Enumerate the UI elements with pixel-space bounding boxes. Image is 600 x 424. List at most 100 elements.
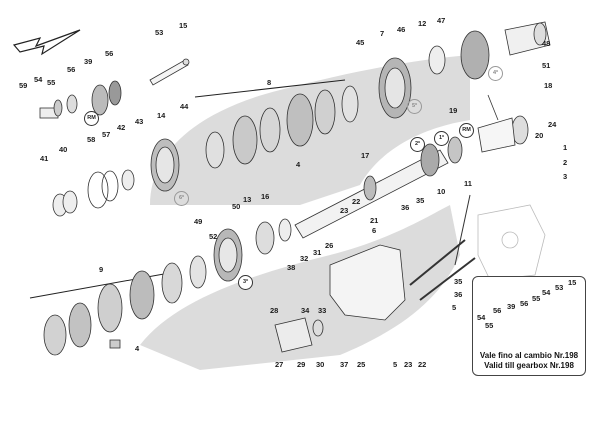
part-number: 36 bbox=[454, 290, 463, 299]
inset-note-english: Valid till gearbox Nr.198 bbox=[484, 361, 574, 370]
part-number: 47 bbox=[437, 16, 446, 25]
part-number: 40 bbox=[59, 145, 68, 154]
part-number: 35 bbox=[454, 277, 463, 286]
part-number: 59 bbox=[19, 81, 28, 90]
part-number: 35 bbox=[416, 196, 425, 205]
upper-left-shaft bbox=[39, 58, 190, 119]
part-number: 12 bbox=[418, 19, 427, 28]
part-number: 20 bbox=[535, 131, 544, 140]
gear-tag-4th: 4ª bbox=[488, 66, 503, 81]
part-number: 45 bbox=[356, 38, 365, 47]
part-number: 19 bbox=[449, 106, 458, 115]
part-number: 5 bbox=[393, 360, 398, 369]
part-number: 57 bbox=[102, 130, 111, 139]
part-number: 3 bbox=[563, 172, 568, 181]
part-number: 30 bbox=[316, 360, 325, 369]
casing-outline bbox=[477, 204, 546, 281]
part-number: 7 bbox=[380, 29, 385, 38]
housing-cover bbox=[274, 244, 406, 353]
part-number: 14 bbox=[157, 111, 166, 120]
gear-14 bbox=[150, 138, 180, 192]
inset-panel: 15 53 54 55 56 39 56 54 55 Vale fino al … bbox=[472, 276, 586, 376]
part-number: 41 bbox=[40, 154, 49, 163]
inset-part-number: 39 bbox=[507, 302, 516, 311]
inset-part-number: 54 bbox=[477, 313, 486, 322]
lower-gears bbox=[213, 218, 292, 282]
part-number: 53 bbox=[155, 28, 164, 37]
part-number: 24 bbox=[548, 120, 557, 129]
part-number: 4 bbox=[135, 344, 140, 353]
part-number: 49 bbox=[194, 217, 203, 226]
part-number: 58 bbox=[87, 135, 96, 144]
group-bracket-9 bbox=[29, 271, 176, 299]
part-number: 29 bbox=[297, 360, 306, 369]
part-number: 51 bbox=[542, 61, 551, 70]
selector-rods bbox=[409, 194, 476, 301]
part-number: 56 bbox=[67, 65, 76, 74]
inset-note-italian: Vale fino al cambio Nr.198 bbox=[479, 351, 579, 360]
part-number: 37 bbox=[340, 360, 349, 369]
part-number: 13 bbox=[243, 195, 252, 204]
right-end-bearing bbox=[477, 94, 529, 153]
part-number: 18 bbox=[544, 81, 553, 90]
gear-tag-3rd: 3ª bbox=[238, 275, 253, 290]
part-number: 38 bbox=[287, 263, 296, 272]
part-number: 26 bbox=[325, 241, 334, 250]
group-bracket-8 bbox=[194, 79, 346, 98]
part-number: 39 bbox=[84, 57, 93, 66]
part-number: 52 bbox=[209, 232, 218, 241]
gear-tag-5th: 5ª bbox=[407, 99, 422, 114]
inset-part-number: 15 bbox=[568, 278, 577, 287]
part-number: 56 bbox=[105, 49, 114, 58]
part-number: 10 bbox=[437, 187, 446, 196]
part-number: 22 bbox=[418, 360, 427, 369]
part-number: 2 bbox=[563, 158, 568, 167]
part-number: 25 bbox=[357, 360, 366, 369]
upper-right-gears bbox=[378, 21, 551, 119]
part-number: 43 bbox=[135, 117, 144, 126]
part-number: 55 bbox=[47, 78, 56, 87]
inset-part-number: 55 bbox=[532, 294, 541, 303]
part-number: 42 bbox=[117, 123, 126, 132]
gear-tag-2nd: 2ª bbox=[410, 137, 425, 152]
part-number: 48 bbox=[542, 39, 551, 48]
part-number: 6 bbox=[372, 226, 377, 235]
upper-synchro-pack bbox=[205, 85, 359, 169]
part-number: 44 bbox=[180, 102, 189, 111]
part-number: 15 bbox=[179, 21, 188, 30]
part-number: 11 bbox=[464, 179, 472, 188]
inset-part-number: 56 bbox=[520, 299, 529, 308]
part-number: 34 bbox=[301, 306, 310, 315]
part-number: 27 bbox=[275, 360, 284, 369]
left-bearings bbox=[52, 169, 135, 217]
part-number: 16 bbox=[261, 192, 270, 201]
gear-tag-reverse: RM bbox=[84, 111, 99, 126]
main-shaft bbox=[294, 136, 463, 239]
part-number: 5 bbox=[452, 303, 457, 312]
part-number: 36 bbox=[401, 203, 410, 212]
part-number: 1 bbox=[563, 143, 568, 152]
part-number: 31 bbox=[313, 248, 322, 257]
direction-arrow bbox=[12, 29, 81, 56]
inset-validity-note: Vale fino al cambio Nr.198 Valid till ge… bbox=[473, 351, 585, 371]
part-number: 21 bbox=[370, 216, 379, 225]
gear-tag-6th: 6ª bbox=[174, 191, 189, 206]
inset-part-number: 55 bbox=[485, 321, 494, 330]
gear-tag-reverse-lower: RM bbox=[459, 123, 474, 138]
part-number: 4 bbox=[296, 160, 301, 169]
inset-part-number: 54 bbox=[542, 288, 551, 297]
part-number: 23 bbox=[404, 360, 413, 369]
inset-part-number: 56 bbox=[493, 306, 502, 315]
part-number: 33 bbox=[318, 306, 327, 315]
part-number: 17 bbox=[361, 151, 370, 160]
gear-tag-1st: 1ª bbox=[434, 131, 449, 146]
part-number: 28 bbox=[270, 306, 279, 315]
part-number: 9 bbox=[99, 265, 104, 274]
part-number: 32 bbox=[300, 254, 309, 263]
part-number: 46 bbox=[397, 25, 406, 34]
lower-synchro-pack bbox=[43, 255, 207, 356]
inset-part-number: 53 bbox=[555, 283, 564, 292]
part-number: 22 bbox=[352, 197, 361, 206]
